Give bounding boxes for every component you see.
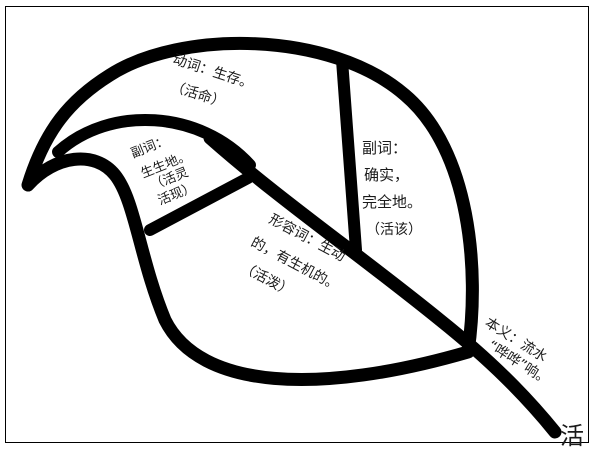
adverb-right-line3: 完全地。 <box>362 193 422 211</box>
verb-example: （活命） <box>169 78 228 111</box>
leaf-outline <box>28 43 472 379</box>
adverb-right-title: 副词： <box>362 139 407 157</box>
adverb-right-example: （活该） <box>366 222 422 238</box>
leaf-vein-vertical <box>342 60 356 250</box>
adverb-right-line2: 确实， <box>364 166 409 184</box>
root-char: 活 <box>560 422 584 450</box>
